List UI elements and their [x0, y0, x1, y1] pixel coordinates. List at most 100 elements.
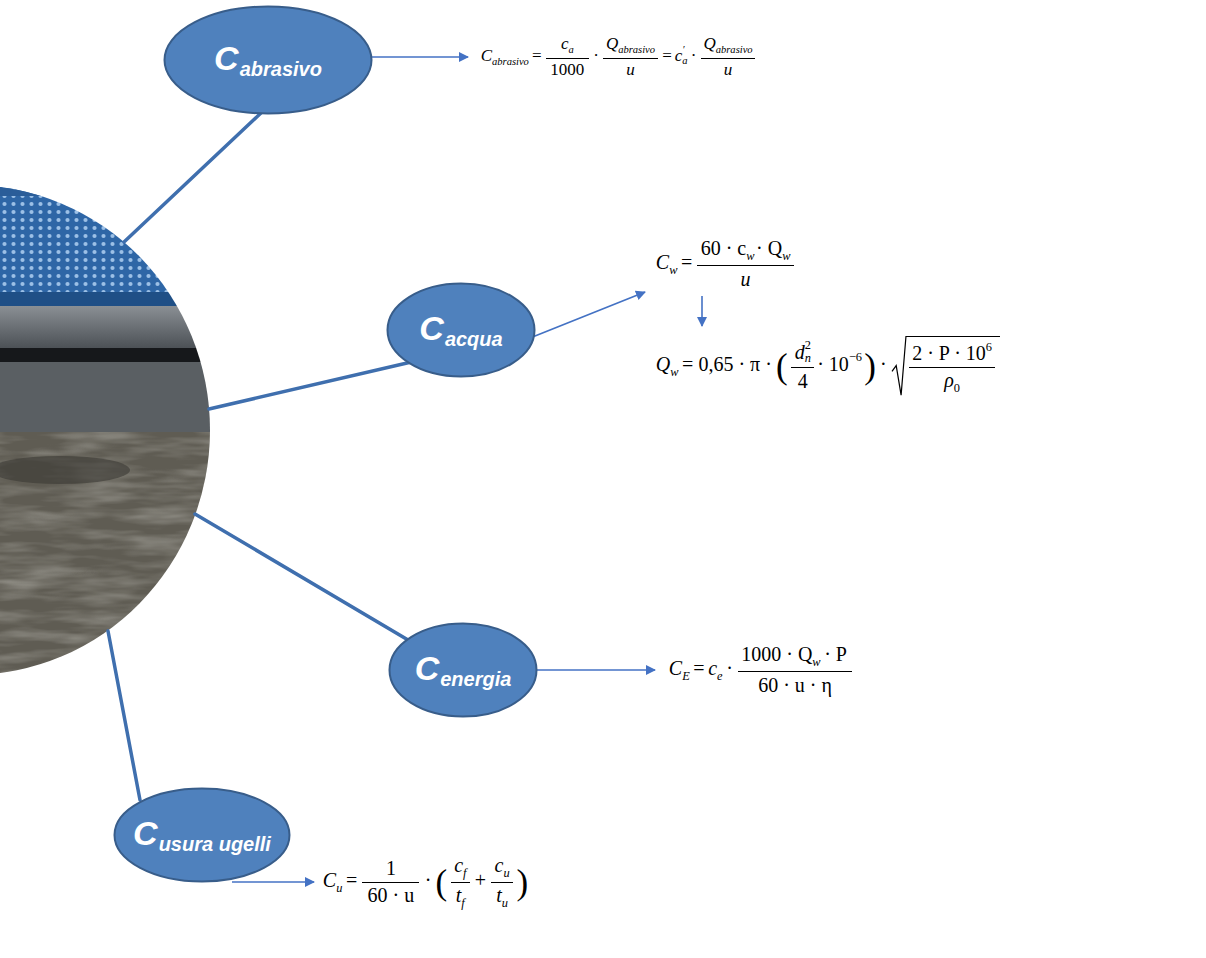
formula-text: Q — [656, 353, 670, 375]
formula-text: 2 · P · 10 — [912, 342, 986, 364]
node-label: Cenergia — [415, 651, 512, 689]
formula-text: c — [708, 657, 717, 679]
denominator: ρ0 — [941, 369, 963, 395]
formula-text: ρ — [944, 369, 954, 391]
formula-text: ( — [776, 349, 788, 384]
formula-text: · Q — [756, 237, 782, 259]
arrow — [530, 669, 655, 671]
formula-term: Qabrasivo — [606, 34, 655, 56]
cost-symbol: C — [133, 814, 158, 852]
fraction: d2n 4 — [791, 339, 814, 392]
fraction: 60 · cw· Qwu — [697, 237, 793, 290]
formula-term: cf — [454, 854, 466, 880]
formula-term: CE — [669, 657, 690, 683]
cost-ellipse: Cusura ugelli — [113, 787, 291, 883]
formula-text: C — [323, 869, 336, 891]
formula-text: u — [724, 60, 733, 79]
denominator: u — [735, 268, 755, 291]
formula-text: u — [502, 896, 508, 910]
formula-text: u — [336, 881, 342, 895]
denominator: u — [622, 60, 639, 80]
fraction-bar — [603, 58, 658, 59]
ellipse — [390, 624, 537, 717]
formula-text: 1000 — [550, 60, 584, 79]
formula-text: · — [726, 657, 733, 679]
numerator: ca — [558, 34, 576, 56]
formula-text: = — [346, 869, 357, 891]
numerator: cu — [491, 854, 512, 880]
perforated-panel — [0, 180, 220, 292]
fraction-bar — [697, 265, 793, 266]
ellipse — [388, 284, 535, 377]
formula-text: d — [795, 341, 805, 363]
formula-text: 0 — [954, 381, 960, 395]
script-stack: 2n — [805, 339, 811, 365]
spoke-line — [124, 112, 262, 242]
formula-text: 60 · u — [368, 884, 415, 906]
formula-term: Cw — [656, 251, 678, 277]
denominator: 60 · u · η — [753, 674, 837, 697]
fraction: 1 60 · u — [362, 857, 419, 907]
cost-symbol: C — [419, 309, 444, 347]
formula-term: Qw — [656, 353, 679, 379]
denominator: 60 · u — [362, 884, 419, 907]
formula-text: C — [656, 251, 669, 273]
fraction: Qabrasivo u — [603, 34, 658, 80]
formula-text: u — [741, 268, 751, 290]
formula-text: Q — [606, 34, 618, 53]
denominator: 4 — [793, 370, 813, 393]
formula-text: n — [805, 352, 811, 365]
numerator: 1 — [381, 857, 401, 880]
spokes — [108, 112, 425, 800]
formula-text: t — [496, 884, 502, 906]
formula: Cabrasivo=ca1000·Qabrasivou=c′a·Qabrasiv… — [480, 34, 757, 80]
node-label: Cacqua — [419, 311, 502, 349]
formula-term: ca — [561, 34, 574, 56]
waterjet-photo — [0, 180, 220, 682]
formula-term: Cabrasivo — [481, 46, 529, 68]
formula-text: ′ — [682, 44, 687, 55]
formula-text: ( — [436, 865, 448, 900]
cost-subscript: acqua — [445, 328, 503, 350]
formula: Cu=160 · u·(cftf+cutu) — [322, 854, 530, 911]
cost-symbol: C — [415, 649, 440, 687]
fraction: Qabrasivo u — [701, 34, 756, 80]
formula-text: E — [682, 669, 690, 683]
formula-text: 60 · c — [701, 237, 747, 259]
numerator: d2n — [791, 339, 814, 365]
formula-term: · Qw — [756, 237, 790, 263]
radicand: 2 · P · 106ρ0 — [906, 336, 1000, 395]
formula-term: ρ0 — [944, 369, 960, 395]
arrow — [525, 292, 645, 340]
fraction: 1000 · Qw· P60 · u · η — [738, 643, 852, 696]
formula-text: = 0,65 · π · — [682, 353, 772, 375]
formula-text: w — [812, 655, 820, 669]
arrow — [370, 56, 468, 58]
denominator: u — [719, 60, 736, 80]
formula-text: = — [693, 657, 704, 679]
numerator: Qabrasivo — [603, 34, 658, 56]
cost-ellipse: Cenergia — [388, 622, 538, 718]
formula-text: c — [675, 46, 683, 65]
square-root: 2 · P · 106ρ0 — [892, 336, 1000, 395]
cost-ellipse: Cacqua — [386, 282, 536, 378]
cost-symbol: C — [214, 39, 239, 77]
formula: CE=ce·1000 · Qw· P60 · u · η — [668, 643, 855, 696]
arrow — [232, 881, 314, 883]
numerator: cf — [451, 854, 470, 880]
formula-text: f — [461, 896, 464, 910]
formula-arrows — [232, 57, 702, 882]
formula-term: · 10−6 — [817, 350, 862, 375]
formula-text: w — [669, 263, 677, 277]
formula-text: · — [880, 353, 887, 375]
fraction-bar — [362, 882, 419, 883]
formula-text: + — [475, 869, 486, 891]
formula-text: = — [681, 251, 692, 273]
fraction-bar — [451, 882, 470, 883]
formula-term: Qabrasivo — [703, 34, 752, 56]
fraction-bar — [491, 882, 512, 883]
formula: Qw= 0,65 · π ·(d2n4· 10−6)·2 · P · 106ρ0 — [655, 336, 1002, 395]
node-label: Cusura ugelli — [133, 816, 271, 854]
